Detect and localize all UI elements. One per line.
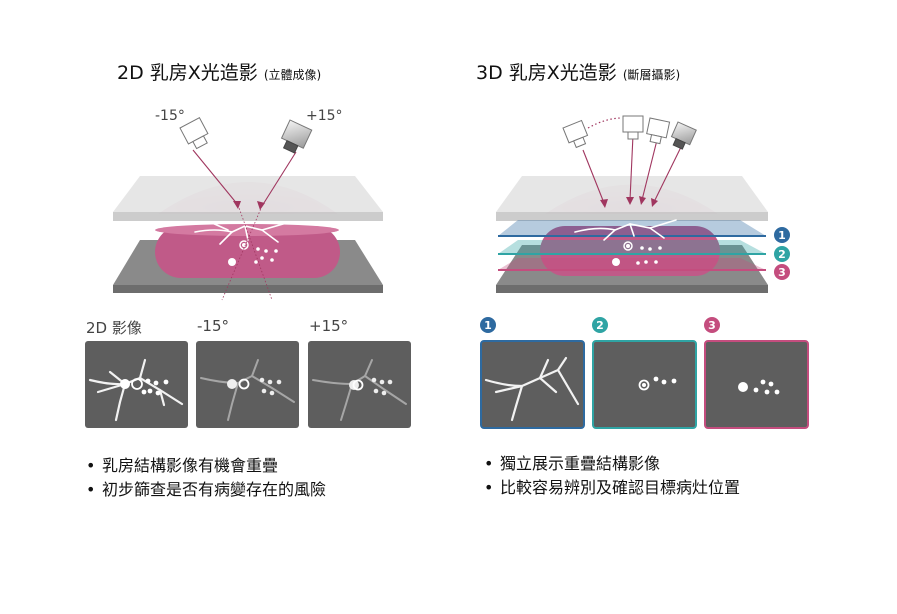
panel-badge-1: 1 <box>480 317 496 333</box>
breast-tissue <box>540 226 720 276</box>
angle-label-pos: +15° <box>306 108 343 124</box>
right-bullet-1: 獨立展示重疊結構影像 <box>484 452 740 476</box>
xray-source-icon <box>646 117 671 145</box>
right-title-main: 3D 乳房X光造影 <box>476 62 617 84</box>
calcification-cluster <box>228 240 278 266</box>
xray-source-icon <box>670 121 697 150</box>
right-title: 3D 乳房X光造影 (斷層攝影) <box>476 58 680 85</box>
panel-layer-3 <box>704 340 809 429</box>
xray-source-icon <box>622 115 644 140</box>
slice-layer-3 <box>498 258 766 271</box>
left-bullets: 乳房結構影像有機會重疊 初步篩查是否有病變存在的風險 <box>86 454 326 502</box>
svg-text:3: 3 <box>778 266 786 279</box>
svg-text:1: 1 <box>778 229 786 242</box>
svg-text:2: 2 <box>596 319 604 332</box>
xray-source-icon <box>562 119 589 149</box>
right-title-sub: (斷層攝影) <box>622 68 681 82</box>
left-bullet-2: 初步篩查是否有病變存在的風險 <box>86 478 326 502</box>
xray-beams <box>192 149 297 210</box>
panel-plus-15 <box>308 341 411 428</box>
angle-label-neg: -15° <box>155 108 185 124</box>
svg-text:3: 3 <box>708 319 716 332</box>
breast-tissue <box>155 224 340 278</box>
xray-source-icon <box>179 116 209 150</box>
sweep-arc <box>587 117 623 129</box>
left-title-main: 2D 乳房X光造影 <box>117 62 258 84</box>
compression-plate <box>496 176 768 221</box>
duct-structure <box>574 219 677 241</box>
label-minus-15: -15° <box>197 317 229 335</box>
panel-badge-2: 2 <box>592 317 608 333</box>
layer-badge-3: 3 <box>774 264 790 280</box>
left-title: 2D 乳房X光造影 (立體成像) <box>117 58 321 85</box>
label-2d-image: 2D 影像 <box>86 319 142 337</box>
panel-layer-2 <box>592 340 697 429</box>
calcification-cluster <box>612 241 662 266</box>
layer-badge-2: 2 <box>774 246 790 262</box>
left-image-panels <box>85 341 411 428</box>
xray-beams <box>582 134 683 208</box>
svg-text:2: 2 <box>778 248 786 261</box>
label-plus-15: +15° <box>309 317 349 335</box>
compression-plate <box>113 176 383 221</box>
panel-layer-1 <box>480 340 585 429</box>
panel-minus-15 <box>196 341 299 428</box>
duct-structure <box>194 221 291 245</box>
svg-text:1: 1 <box>484 319 492 332</box>
left-diagram <box>113 116 383 301</box>
left-title-sub: (立體成像) <box>263 68 322 82</box>
right-bullet-2: 比較容易辨別及確認目標病灶位置 <box>484 476 740 500</box>
right-bullets: 獨立展示重疊結構影像 比較容易辨別及確認目標病灶位置 <box>484 452 740 500</box>
xray-source-icon <box>280 119 313 154</box>
panel-2d <box>85 341 188 428</box>
beam-dotted-lines <box>221 204 273 301</box>
layer-badge-1: 1 <box>774 227 790 243</box>
right-image-panels: 1 2 3 <box>480 317 809 429</box>
right-diagram: 1 2 3 <box>496 115 790 293</box>
panel-badge-3: 3 <box>704 317 720 333</box>
left-bullet-1: 乳房結構影像有機會重疊 <box>86 454 326 478</box>
